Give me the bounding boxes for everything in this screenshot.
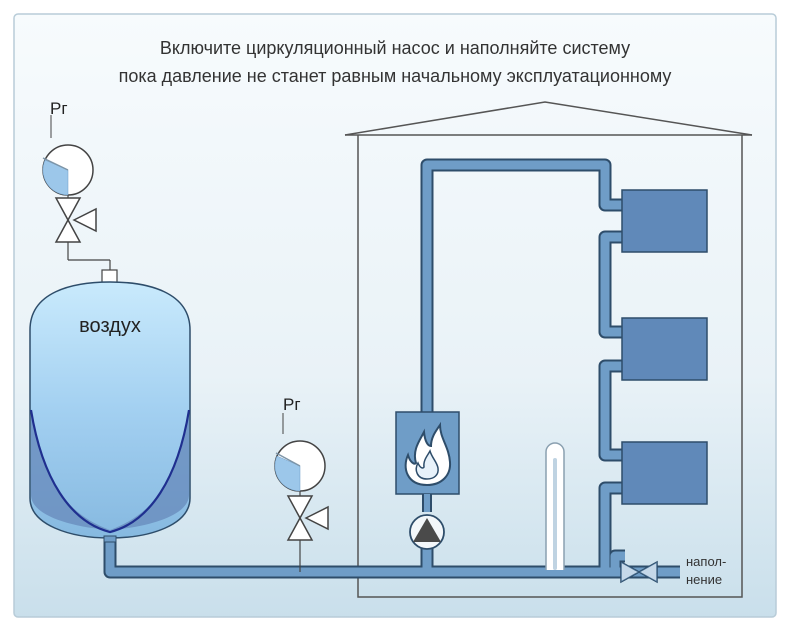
bottom-valve-handle	[304, 505, 329, 531]
radiator-bottom	[621, 441, 708, 505]
circulation-pump	[409, 494, 445, 550]
boiler	[395, 411, 460, 495]
tank-label: воздух	[79, 315, 141, 337]
top-gauge-assembly	[42, 115, 111, 270]
fill-valve	[620, 560, 658, 584]
bottom-gauge-fill	[274, 455, 301, 492]
radiators	[621, 189, 708, 505]
tank-water-left	[31, 410, 110, 530]
fill-label-line-1: напол-	[686, 554, 726, 569]
tank-body	[29, 281, 191, 539]
inner-flame-icon	[415, 448, 439, 480]
bottom-gauge-assembly	[274, 413, 329, 572]
top-valve-lower	[54, 218, 82, 243]
expansion-tank	[29, 269, 191, 543]
title-line-2: пока давление не станет равным начальном…	[119, 66, 672, 86]
top-valve-handle	[72, 207, 97, 233]
fill-label-line-2: нение	[686, 572, 722, 587]
house-outline	[344, 101, 753, 598]
pipe-network	[103, 158, 680, 579]
pump-arrow-icon	[413, 518, 441, 542]
bottom-gauge-label: Рг	[283, 395, 301, 414]
title-line-1: Включите циркуляционный насос и наполняй…	[160, 38, 630, 58]
tank-membrane	[29, 409, 191, 534]
house-roof	[344, 101, 753, 136]
top-gauge-fill	[42, 159, 69, 196]
house-walls	[357, 135, 743, 598]
radiator-top	[621, 189, 708, 253]
bottom-valve-lower	[286, 516, 314, 541]
thermometer	[545, 442, 565, 570]
top-gauge-label: Рг	[50, 99, 68, 118]
tank-water-right	[110, 410, 189, 530]
radiator-middle	[621, 317, 708, 381]
